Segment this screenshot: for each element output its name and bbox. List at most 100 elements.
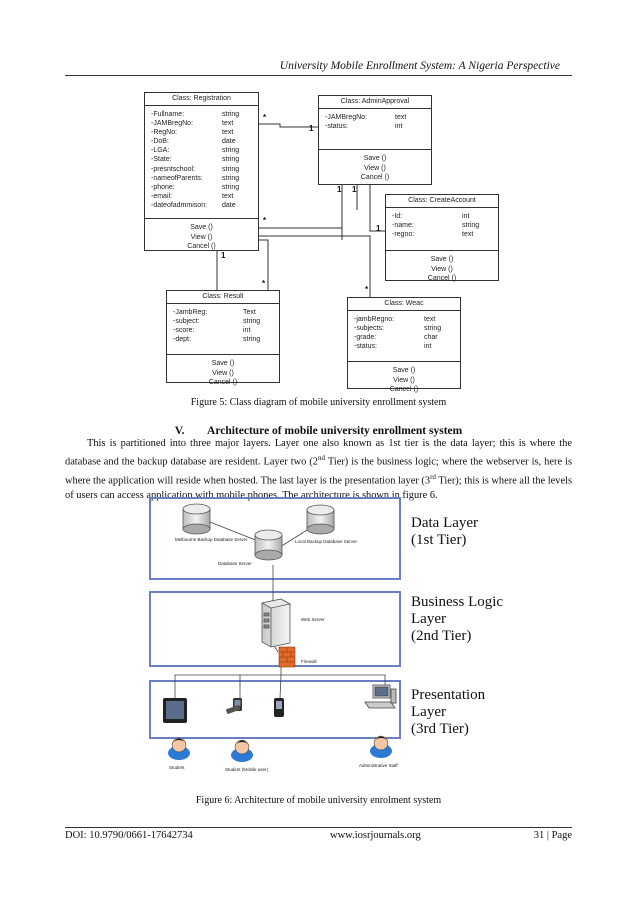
firewall-icon <box>278 646 296 668</box>
multiplicity-one: 1 <box>352 185 357 194</box>
attribute-row: -Fullname:string <box>151 111 240 118</box>
student-icon <box>168 737 190 760</box>
class-title: Class: CreateAccount <box>386 195 498 208</box>
section-title: Architecture of mobile university enroll… <box>207 425 463 437</box>
class-attributes: -JambReg:Text -subject:string -score:int… <box>167 304 279 355</box>
class-attributes: -JAMBregNo:text -status:int <box>319 109 431 150</box>
attribute-row: -name:string <box>392 222 480 230</box>
attribute-row: -subject:string <box>173 318 261 326</box>
attribute-row: -DoB:date <box>151 138 236 146</box>
section-heading: V. Architecture of mobile university enr… <box>65 425 572 437</box>
firewall-label: Firewall <box>301 659 317 664</box>
multiplicity-one: 1 <box>376 224 381 233</box>
business-layer-label: Business Logic Layer (2nd Tier) <box>411 594 504 644</box>
architecture-diagram: Data Layer (1st Tier) Business Logic Lay… <box>145 495 585 791</box>
class-result: Class: Result -JambReg:Text -subject:str… <box>166 290 280 386</box>
attribute-row: -JAMBregNo:text <box>325 114 407 121</box>
attribute-row: -RegNo:text <box>151 129 234 137</box>
attribute-row: -phone:string <box>151 183 240 191</box>
association-lines <box>216 123 385 297</box>
database-server-label: Database Server <box>218 561 252 566</box>
footer-doi: DOI: 10.9790/0661-17642734 <box>65 830 193 841</box>
data-layer-label: Data Layer (1st Tier) <box>411 515 479 548</box>
class-title: Class: Registration <box>145 93 258 106</box>
footer-website: www.iosrjournals.org <box>330 830 421 841</box>
attribute-row: -status:int <box>325 123 403 131</box>
class-weac: Class: Weac -jambRegno:text -subjects:st… <box>347 297 461 393</box>
multiplicity-many: * <box>365 285 369 294</box>
class-registration: Class: Registration -Fullname:string -JA… <box>144 92 259 251</box>
operation: Save () <box>430 256 454 263</box>
desktop-computer-icon <box>364 684 397 709</box>
attribute-row: -subjects:string <box>354 325 442 333</box>
data-layer-box <box>149 497 401 580</box>
class-title: Class: Weac <box>348 298 460 311</box>
presentation-layer-label: Presentation Layer (3rd Tier) <box>411 687 486 737</box>
class-title: Class: Result <box>167 291 279 304</box>
multiplicity-many: * <box>263 113 267 122</box>
architecture-artwork <box>163 503 397 762</box>
student-mobile-icon <box>231 739 253 762</box>
class-attributes: -Id:int -name:string -regno:text <box>386 208 498 251</box>
figure6-caption: Figure 6: Architecture of mobile univers… <box>195 795 442 806</box>
class-operations: Save () View () Cancel () <box>167 355 279 392</box>
class-operations: Save () View () Cancel () <box>319 150 431 187</box>
presentation-layer-box <box>149 680 401 739</box>
attribute-row: -dept:string <box>173 336 261 344</box>
multiplicity-one: 1 <box>309 124 314 133</box>
local-backup-db-icon <box>306 504 335 535</box>
attribute-row: -dateofadmmison:date <box>151 201 236 209</box>
melbourne-backup-label: Melbourne Backup Database Server <box>175 537 248 542</box>
attribute-row: -grade:char <box>354 334 438 342</box>
melbourne-backup-db-icon <box>182 503 211 535</box>
admin-staff-label: Administrative Staff <box>359 763 398 768</box>
admin-staff-icon <box>370 735 392 758</box>
attribute-row: -State:string <box>151 156 240 164</box>
attribute-row: -LGA:string <box>151 147 240 155</box>
operation: Cancel () <box>208 379 238 386</box>
attribute-row: -regno:text <box>392 231 474 239</box>
class-operations: Save () View () Cancel () <box>386 251 498 288</box>
operation: View () <box>393 376 415 384</box>
pda-icon <box>274 698 284 717</box>
operation: Cancel () <box>187 243 216 250</box>
attribute-row: -jambRegno:text <box>354 316 436 323</box>
attribute-row: -email:text <box>151 192 234 200</box>
section-paragraph: This is partitioned into three major lay… <box>65 438 572 501</box>
class-attributes: -jambRegno:text -subjects:string -grade:… <box>348 311 460 362</box>
operation: Save () <box>190 224 213 231</box>
multiplicity-many: * <box>263 216 267 225</box>
database-server-icon <box>254 529 283 561</box>
figure5-caption: Figure 5: Class diagram of mobile univer… <box>190 397 447 408</box>
web-server-icon <box>260 598 292 648</box>
class-title: Class: AdminApproval <box>319 96 431 109</box>
student-label: Student <box>169 765 185 770</box>
attribute-row: -JambReg:Text <box>173 309 256 316</box>
multiplicity-one: 1 <box>221 251 226 260</box>
class-operations: Save () View () Cancel () <box>348 362 460 399</box>
footer-page-number: 31 | Page <box>533 830 572 841</box>
mobile-phone-icon <box>226 698 242 714</box>
operation: View () <box>212 369 234 377</box>
business-layer-box <box>149 591 401 667</box>
operation: View () <box>431 265 453 273</box>
operation: Cancel () <box>427 275 457 282</box>
attribute-row: -nameofParents:string <box>151 174 240 182</box>
running-head: University Mobile Enrollment System: A N… <box>279 60 560 72</box>
attribute-row: -score:int <box>173 327 251 335</box>
web-server-label: Web Server <box>301 617 325 622</box>
operation: Save () <box>211 360 235 367</box>
attribute-row: -JAMBregNo:text <box>151 120 234 128</box>
attribute-row: -Id:int <box>392 213 470 220</box>
section-number: V. <box>174 425 185 437</box>
operation: Save () <box>363 155 387 162</box>
header-rule <box>65 75 572 76</box>
class-adminapproval: Class: AdminApproval -JAMBregNo:text -st… <box>318 95 432 185</box>
footer-rule <box>65 827 572 828</box>
operation: Cancel () <box>389 386 419 393</box>
student-mobile-label: Student (Mobile user) <box>225 767 269 772</box>
operation: View () <box>190 233 213 241</box>
multiplicity-one: 1 <box>337 185 342 194</box>
class-diagram: Class: Registration -Fullname:string -JA… <box>0 0 638 400</box>
tablet-icon <box>163 698 187 723</box>
